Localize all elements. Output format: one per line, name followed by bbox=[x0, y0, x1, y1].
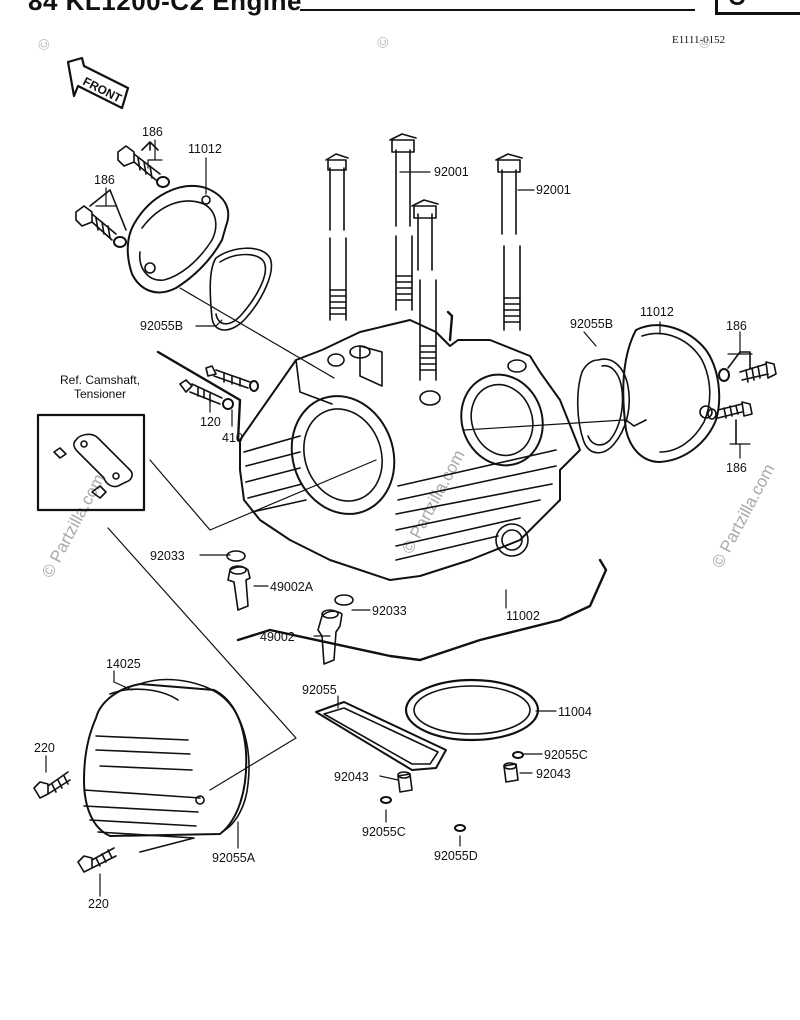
corner-tab: C bbox=[715, 0, 800, 15]
ref-camshaft-line2: Tensioner bbox=[73, 387, 127, 401]
label-14025: 14025 bbox=[106, 657, 141, 671]
label-92033-b: 92033 bbox=[372, 604, 407, 618]
corner-letter: C bbox=[728, 0, 745, 12]
ref-camshaft-line1: Ref. Camshaft, bbox=[59, 373, 141, 387]
label-92055C-left: 92055C bbox=[362, 825, 406, 839]
header-rule bbox=[300, 9, 695, 11]
label-220-bottom: 220 bbox=[88, 897, 109, 911]
label-92055D: 92055D bbox=[434, 849, 478, 863]
diagram-code: E1111-0152 bbox=[672, 34, 726, 46]
page-header: 84 KL1200-C2 Engine C bbox=[0, 0, 800, 16]
gasket-92055 bbox=[315, 701, 447, 771]
label-92055: 92055 bbox=[302, 683, 337, 697]
valve-guide-49002A bbox=[226, 550, 251, 611]
bolt-186-right-bottom bbox=[707, 401, 753, 445]
bolt-220-top bbox=[33, 771, 71, 799]
label-92055B-right: 92055B bbox=[570, 317, 613, 331]
front-arrow: FRONT bbox=[66, 56, 130, 110]
label-92001-a: 92001 bbox=[434, 165, 469, 179]
small-parts bbox=[380, 751, 524, 832]
bolt-186-right-top bbox=[718, 351, 777, 383]
label-92033-a: 92033 bbox=[150, 549, 185, 563]
label-49002A: 49002A bbox=[270, 580, 314, 594]
bolt-92001-group bbox=[325, 133, 523, 381]
page-title: 84 KL1200-C2 Engine bbox=[28, 0, 302, 16]
label-49002: 49002 bbox=[260, 630, 295, 644]
label-11012-left: 11012 bbox=[188, 142, 222, 156]
label-186-mid: 186 bbox=[94, 173, 115, 187]
label-92001-b: 92001 bbox=[536, 183, 571, 197]
label-220-top: 220 bbox=[34, 741, 55, 755]
leader-lines bbox=[45, 139, 753, 897]
bolt-120 bbox=[179, 365, 259, 410]
label-410: 410 bbox=[222, 431, 243, 445]
cover-11012-right bbox=[576, 324, 721, 463]
label-92043-right: 92043 bbox=[536, 767, 571, 781]
ref-camshaft-box bbox=[36, 413, 146, 512]
label-92055B-left: 92055B bbox=[140, 319, 183, 333]
cylinder-head bbox=[239, 319, 581, 581]
label-120: 120 bbox=[200, 415, 221, 429]
label-92055C-right: 92055C bbox=[544, 748, 588, 762]
bolt-186-top bbox=[117, 141, 170, 188]
valve-guide-49002 bbox=[317, 594, 354, 665]
ref-camshaft-label: Ref. Camshaft, Tensioner bbox=[44, 373, 156, 401]
cover-11012-left bbox=[126, 184, 273, 331]
head-cover-14025 bbox=[83, 678, 250, 853]
label-92043-left: 92043 bbox=[334, 770, 369, 784]
label-11012-right: 11012 bbox=[640, 305, 674, 319]
label-11004: 11004 bbox=[558, 705, 592, 719]
bolt-186-mid bbox=[75, 189, 127, 248]
label-186-right-top: 186 bbox=[726, 319, 747, 333]
ring-11004 bbox=[404, 678, 540, 742]
label-186-right-bottom: 186 bbox=[726, 461, 747, 475]
bolt-220-bottom bbox=[77, 847, 117, 873]
label-186-top: 186 bbox=[142, 125, 163, 139]
label-92055A: 92055A bbox=[212, 851, 256, 865]
label-11002: 11002 bbox=[506, 609, 540, 623]
part-labels: 186 11012 186 92001 92001 92055B 92055B … bbox=[34, 125, 747, 911]
head-outline-frame bbox=[156, 310, 608, 662]
